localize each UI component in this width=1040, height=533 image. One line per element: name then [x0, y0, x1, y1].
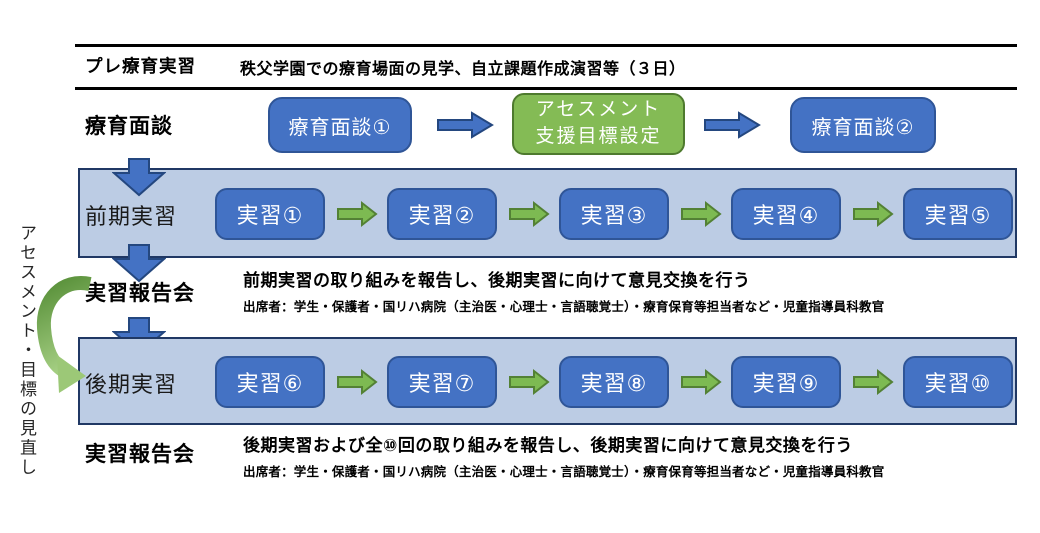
- flow-arrow-icon: [508, 200, 550, 228]
- late-band-label: 後期実習: [85, 372, 178, 397]
- assessment-line2: 支援目標設定: [535, 126, 662, 147]
- flow-arrow-icon: [436, 110, 494, 140]
- session-node: 実習⑦: [387, 356, 497, 408]
- pre-training-label: プレ療育実習: [85, 56, 196, 76]
- report2-label: 実習報告会: [85, 443, 195, 466]
- flow-arrow-icon: [336, 200, 378, 228]
- interview-2-node: 療育面談②: [790, 97, 936, 153]
- session-node: 実習⑨: [731, 356, 841, 408]
- assessment-node: アセスメント 支援目標設定: [512, 93, 685, 155]
- flow-arrow-icon: [852, 200, 894, 228]
- side-note-vertical-text: アセスメント・目標の見直し: [17, 224, 36, 478]
- cycle-arrow-icon: [28, 268, 108, 398]
- report1-attendees: 出席者：学生・保護者・国リハ病院（主治医・心理士・言語聴覚士）・療育保育等担当者…: [243, 300, 885, 314]
- report2-attendees: 出席者：学生・保護者・国リハ病院（主治医・心理士・言語聴覚士）・療育保育等担当者…: [243, 465, 885, 479]
- report1-label: 実習報告会: [85, 282, 195, 305]
- session-node: 実習⑥: [215, 356, 325, 408]
- flow-arrow-icon: [852, 368, 894, 396]
- session-node: 実習③: [559, 188, 669, 240]
- interview-1-node: 療育面談①: [268, 97, 412, 153]
- flow-arrow-icon: [703, 110, 761, 140]
- flow-arrow-icon: [680, 368, 722, 396]
- flow-arrow-icon: [680, 200, 722, 228]
- down-arrow-icon: [112, 243, 166, 283]
- down-arrow-icon: [112, 157, 166, 197]
- report1-summary: 前期実習の取り組みを報告し、後期実習に向けて意見交換を行う: [243, 271, 751, 290]
- early-band-label: 前期実習: [85, 204, 178, 229]
- flow-arrow-icon: [336, 368, 378, 396]
- assessment-line1: アセスメント: [535, 99, 662, 121]
- session-node: 実習⑧: [559, 356, 669, 408]
- header-bottom-rule: [75, 87, 1017, 90]
- pre-training-description: 秩父学園での療育場面の見学、自立課題作成演習等（３日）: [240, 61, 686, 78]
- session-node: 実習②: [387, 188, 497, 240]
- flow-arrow-icon: [508, 368, 550, 396]
- session-node: 実習⑤: [903, 188, 1013, 240]
- report2-summary: 後期実習および全⑩回の取り組みを報告し、後期実習に向けて意見交換を行う: [243, 436, 853, 455]
- top-rule: [75, 44, 1017, 47]
- session-node: 実習⑩: [903, 356, 1013, 408]
- session-node: 実習④: [731, 188, 841, 240]
- interview-row-label: 療育面談: [85, 115, 173, 138]
- session-node: 実習①: [215, 188, 325, 240]
